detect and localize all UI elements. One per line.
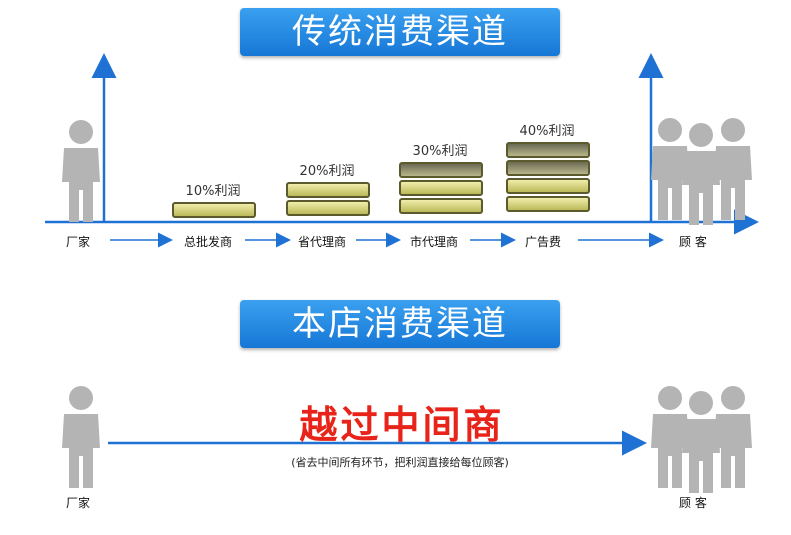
traditional-channel-title: 传统消费渠道 — [240, 8, 560, 56]
customer-person-icon — [714, 386, 752, 488]
store-node-customer: 顾 客 — [679, 496, 707, 510]
profit-stack-20 — [286, 182, 370, 218]
node-provincial-agent: 省代理商 — [298, 235, 347, 249]
customer-person-icon — [682, 391, 720, 493]
node-manufacturer: 厂家 — [66, 235, 91, 249]
profit-label: 40%利润 — [519, 124, 575, 139]
manufacturer-person-icon — [62, 386, 100, 488]
node-customer: 顾 客 — [679, 235, 707, 249]
profit-label: 30%利润 — [412, 144, 468, 159]
profit-stack-40 — [506, 142, 590, 214]
customer-person-icon — [682, 123, 720, 225]
profit-stack-30 — [399, 162, 483, 216]
node-advertising: 广告费 — [525, 235, 562, 249]
customer-person-icon — [714, 118, 752, 220]
manufacturer-person-icon — [62, 120, 100, 222]
store-node-manufacturer: 厂家 — [66, 496, 91, 510]
bypass-note: (省去中间所有环节，把利润直接给每位顾客) — [291, 456, 509, 469]
bypass-middlemen-text: 越过中间商 — [299, 403, 505, 447]
node-city-agent: 市代理商 — [410, 235, 459, 249]
store-channel-title: 本店消费渠道 — [240, 300, 560, 348]
profit-stack-10 — [172, 202, 256, 220]
node-wholesaler: 总批发商 — [184, 235, 233, 249]
profit-label: 10%利润 — [185, 184, 241, 199]
profit-label: 20%利润 — [299, 164, 355, 179]
